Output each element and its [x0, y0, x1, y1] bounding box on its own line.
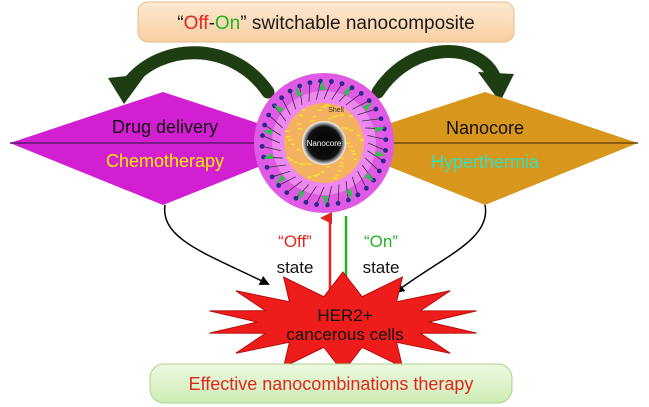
drug-delivery-diamond: Drug delivery Chemotherapy [10, 92, 318, 205]
particle-core [302, 121, 346, 165]
left-path-arrow [164, 204, 270, 285]
core-label: Nanocore [307, 139, 342, 148]
nanoparticle: Nanocore Shell [254, 73, 394, 213]
her2-starburst: HER2+ cancerous cells [209, 271, 477, 373]
on-quote: “On” [364, 232, 398, 251]
bottom-box: Effective nanocombinations therapy [149, 363, 513, 404]
cancerous-cells-label: cancerous cells [286, 325, 403, 344]
nanocore-diamond: Nanocore Hyperthermia [330, 92, 638, 205]
title-text: “Off-On” switchable nanocomposite [177, 13, 474, 34]
nanocore-label: Nanocore [446, 118, 524, 138]
hyperthermia-label: Hyperthermia [431, 152, 540, 172]
curve-arrow-left [108, 46, 275, 104]
off-state-word: state [277, 258, 314, 277]
bottom-text: Effective nanocombinations therapy [189, 374, 474, 394]
ligand-decor [259, 78, 389, 208]
on-state-word: state [363, 258, 400, 277]
title-box: “Off-On” switchable nanocomposite [137, 1, 515, 43]
right-path-arrow [394, 204, 487, 294]
chemotherapy-label: Chemotherapy [106, 151, 224, 171]
her2-label: HER2+ [317, 306, 372, 325]
drug-delivery-label: Drug delivery [112, 117, 218, 137]
curve-arrow-right [371, 45, 514, 102]
off-quote: “Off” [278, 232, 312, 251]
shell-label: Shell [328, 107, 344, 114]
